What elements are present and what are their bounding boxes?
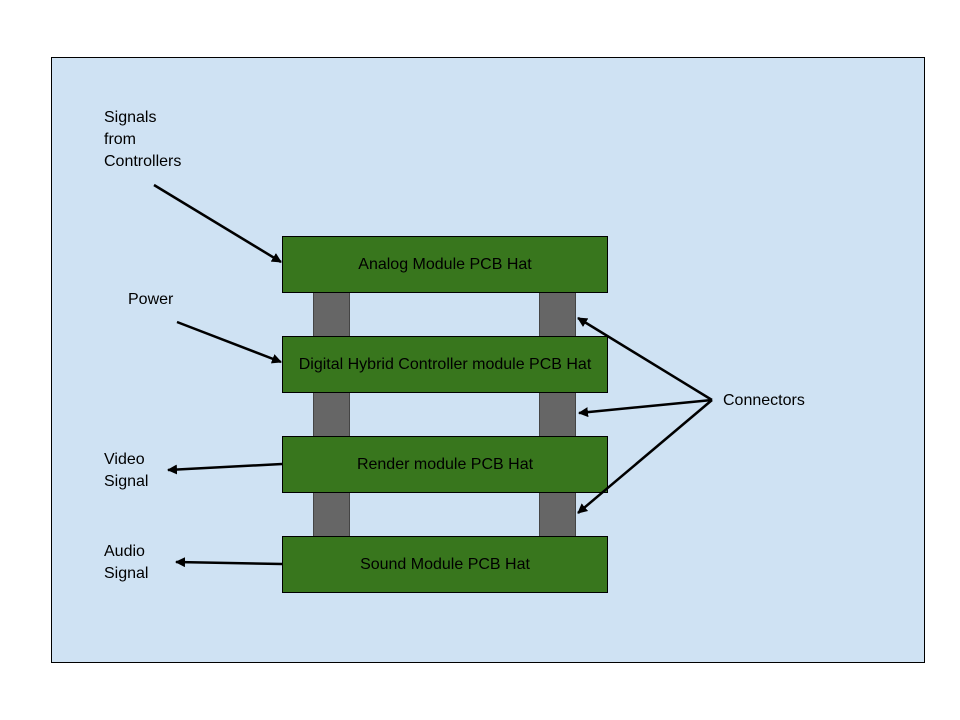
digital-controller-module-hat-label: Digital Hybrid Controller module PCB Hat <box>298 355 592 373</box>
render-module-hat: Render module PCB Hat <box>282 436 608 493</box>
sound-module-hat-label: Sound Module PCB Hat <box>360 555 530 573</box>
signals-from-controllers-label: Signals from Controllers <box>104 107 181 173</box>
connector-right-3 <box>539 491 576 537</box>
power-arrow <box>176 320 282 364</box>
video-label-line-2: Signal <box>104 473 149 490</box>
analog-module-hat-label: Analog Module PCB Hat <box>358 255 532 273</box>
connector-arrow-bottom <box>577 399 713 514</box>
render-module-hat-label: Render module PCB Hat <box>356 455 534 473</box>
audio-signal-arrow <box>175 557 283 568</box>
digital-controller-module-hat: Digital Hybrid Controller module PCB Hat <box>282 336 608 393</box>
audio-label-line-1: Audio <box>104 543 145 560</box>
audio-signal-label: Audio Signal <box>104 541 148 585</box>
signals-label-line-1: Signals <box>104 109 157 126</box>
video-label-line-1: Video <box>104 451 145 468</box>
audio-label-line-2: Signal <box>104 565 149 582</box>
signals-arrow <box>153 183 282 264</box>
signals-label-line-2: from <box>104 131 136 148</box>
connectors-label: Connectors <box>723 392 805 409</box>
signals-label-line-3: Controllers <box>104 153 182 170</box>
connector-arrow-top <box>577 316 713 402</box>
analog-module-hat: Analog Module PCB Hat <box>282 236 608 293</box>
connector-left-1 <box>313 292 350 337</box>
video-signal-label: Video Signal <box>104 449 148 493</box>
power-label: Power <box>128 291 174 308</box>
connector-left-2 <box>313 391 350 437</box>
connector-arrow-middle <box>578 398 713 418</box>
sound-module-hat: Sound Module PCB Hat <box>282 536 608 593</box>
video-signal-arrow <box>167 462 283 475</box>
